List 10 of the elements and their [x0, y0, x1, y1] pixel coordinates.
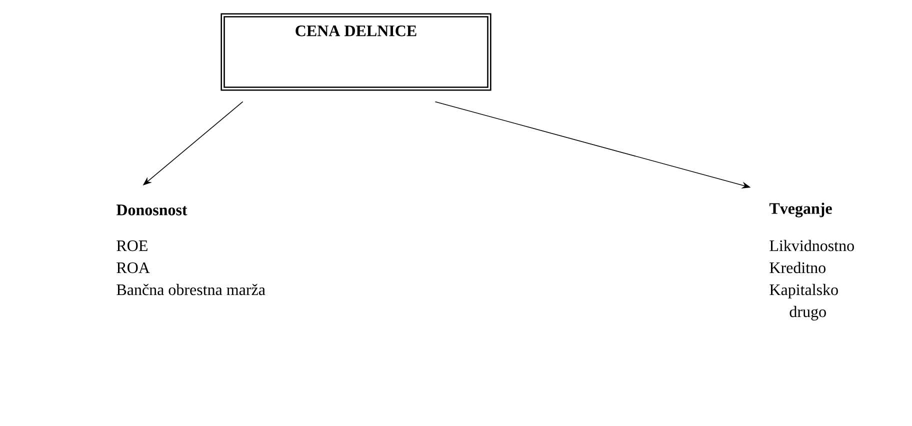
- list-item: Bančna obrestna marža: [116, 284, 266, 296]
- title-box: CENA DELNICE: [220, 13, 492, 91]
- list-item: Kreditno: [770, 262, 826, 274]
- list-item: ROE: [116, 240, 148, 252]
- heading-text: Donosnost: [116, 204, 188, 216]
- list-item: Likvidnostno: [770, 240, 854, 252]
- heading-text: Tveganje: [769, 202, 832, 218]
- list-item: drugo: [790, 306, 826, 320]
- list-item: ROA: [116, 262, 150, 274]
- list-item: Kapitalsko: [770, 284, 838, 298]
